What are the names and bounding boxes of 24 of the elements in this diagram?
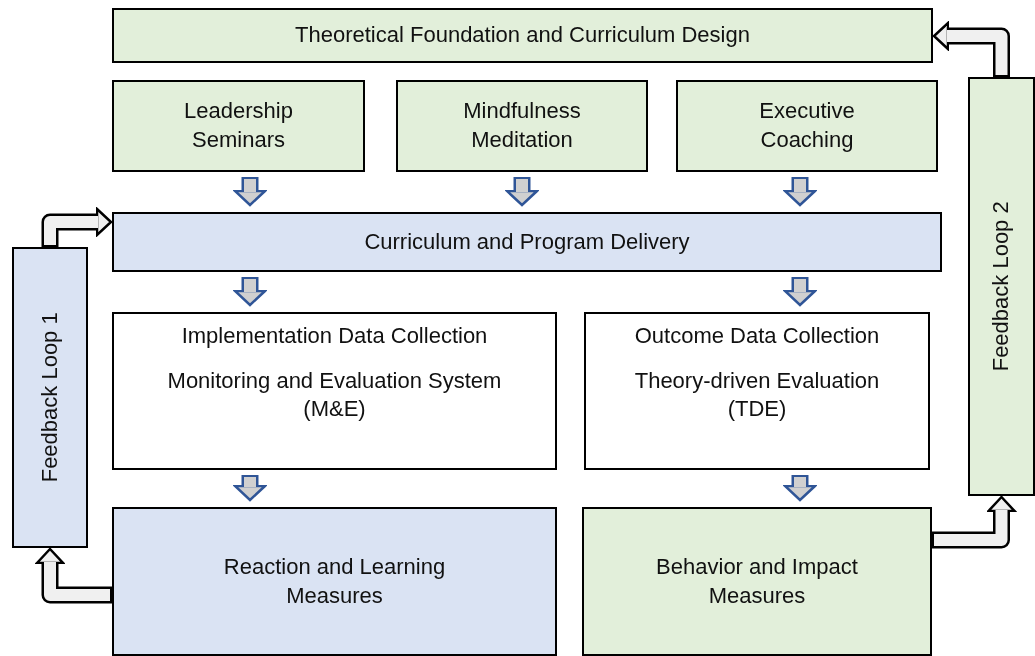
box-label: Curriculum and Program Delivery [364, 227, 690, 256]
process-box [582, 507, 932, 656]
process-box [112, 212, 942, 272]
box-label: Theoretical Foundation and Curriculum Design [295, 21, 750, 50]
box-label: Behavior and Impact Measures [655, 552, 859, 610]
box-label: Leadership Seminars [183, 97, 294, 154]
box-label: Executive Coaching [758, 97, 856, 154]
process-box [112, 8, 933, 63]
box-label: Feedback Loop 2 [987, 201, 1015, 372]
loop-box [968, 77, 1035, 496]
loop-box [12, 247, 88, 548]
box-label: Theory-driven Evaluation (TDE) [633, 366, 881, 424]
process-box [112, 507, 557, 656]
box-heading: Implementation Data Collection [181, 322, 488, 350]
box-label: Feedback Loop 1 [35, 312, 63, 483]
box-heading: Outcome Data Collection [634, 322, 880, 350]
box-label: Reaction and Learning Measures [222, 552, 447, 610]
box-label: Monitoring and Evaluation System (M&E) [166, 366, 503, 424]
process-box [676, 80, 938, 172]
process-box [112, 80, 365, 172]
box-label: Mindfulness Meditation [462, 97, 582, 154]
process-box [584, 312, 930, 470]
process-box [396, 80, 648, 172]
process-box [112, 312, 557, 470]
